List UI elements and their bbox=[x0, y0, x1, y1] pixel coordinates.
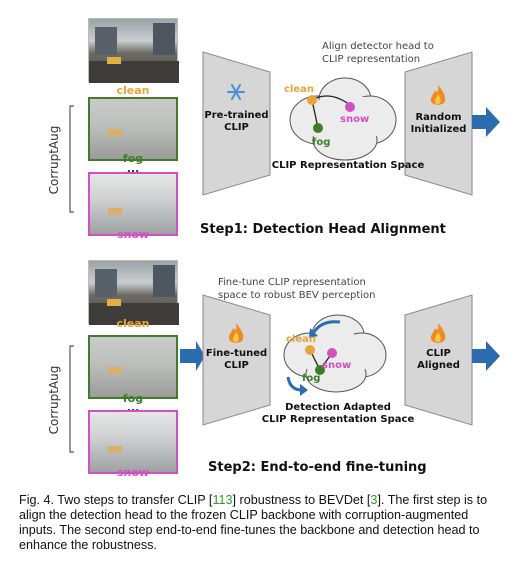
encoder-block bbox=[202, 51, 271, 196]
encoder-label-line1: Fine-tuned bbox=[205, 348, 268, 359]
clean-image-thumbnail bbox=[88, 18, 179, 83]
head-block bbox=[404, 294, 473, 426]
snow-label: snow bbox=[116, 228, 150, 241]
curved-arrow-icon bbox=[286, 376, 303, 392]
point-label-fog: fog bbox=[302, 373, 321, 384]
point-label-snow: snow bbox=[322, 360, 352, 371]
representation-cloud bbox=[289, 77, 397, 161]
point-label-fog: fog bbox=[312, 137, 331, 148]
snow-point bbox=[327, 348, 337, 358]
figure-caption: Fig. 4. Two steps to transfer CLIP [113]… bbox=[19, 493, 499, 553]
car-shape bbox=[108, 129, 122, 136]
encoder-label-line2: CLIP bbox=[224, 360, 249, 371]
encoder-label: Fine-tuned CLIP bbox=[203, 348, 270, 372]
head-label-line1: CLIP bbox=[426, 348, 451, 359]
snowflake-icon bbox=[227, 84, 245, 100]
building-shape bbox=[153, 23, 175, 55]
corruptaug-bracket bbox=[69, 345, 74, 453]
clean-point bbox=[307, 95, 317, 105]
fog-label: fog bbox=[122, 392, 144, 405]
note-line1: Fine-tune CLIP representation bbox=[218, 277, 366, 288]
output-arrow bbox=[472, 107, 500, 137]
snow-image-thumbnail bbox=[88, 410, 178, 474]
note-line1: Align detector head to bbox=[322, 41, 434, 52]
caption-ref[interactable]: 113 bbox=[212, 493, 233, 507]
head-label-line2: Initialized bbox=[410, 124, 467, 135]
note: Align detector head to CLIP representati… bbox=[322, 40, 482, 66]
car-shape bbox=[108, 367, 122, 374]
step2-panel: clean fog ... snow CorruptAug bbox=[0, 250, 510, 485]
step1-panel: clean fog ... snow CorruptAug bbox=[0, 0, 510, 250]
road-shape bbox=[89, 303, 179, 325]
car-shape bbox=[108, 446, 122, 453]
step2-diagram bbox=[180, 294, 500, 426]
clean-image-thumbnail bbox=[88, 260, 179, 325]
road-shape bbox=[89, 61, 179, 83]
head-label: Random Initialized bbox=[405, 112, 472, 136]
encoder-block bbox=[202, 294, 271, 426]
caption-ref[interactable]: 3 bbox=[370, 493, 378, 507]
input-arrow bbox=[180, 341, 205, 371]
fire-icon bbox=[430, 323, 446, 343]
space-label: Detection Adapted CLIP Representation Sp… bbox=[258, 402, 418, 426]
snow-point bbox=[345, 102, 355, 112]
car-shape bbox=[107, 299, 121, 306]
encoder-label: Pre-trained CLIP bbox=[203, 110, 270, 134]
note: Fine-tune CLIP representation space to r… bbox=[218, 276, 398, 302]
head-block bbox=[404, 51, 473, 196]
space-label-line1: Detection Adapted bbox=[285, 402, 391, 413]
ellipsis: ... bbox=[126, 162, 140, 175]
step1-title: Step1: Detection Head Alignment bbox=[200, 222, 446, 237]
curved-arrow-icon bbox=[312, 320, 341, 333]
output-arrow bbox=[472, 341, 500, 371]
clean-label: clean bbox=[116, 84, 150, 97]
corruptaug-bracket bbox=[69, 105, 74, 213]
fire-icon bbox=[430, 85, 446, 105]
point-label-clean: clean bbox=[284, 84, 315, 95]
clean-label: clean bbox=[116, 317, 150, 330]
car-shape bbox=[107, 57, 121, 64]
fire-icon bbox=[228, 323, 244, 343]
building-shape bbox=[95, 27, 117, 55]
fog-point bbox=[313, 123, 323, 133]
caption-text: Fig. 4. Two steps to transfer CLIP [ bbox=[19, 493, 213, 507]
point-label-snow: snow bbox=[340, 114, 370, 125]
fog-label: fog bbox=[122, 152, 144, 165]
point-label-clean: clean bbox=[286, 334, 317, 345]
step2-title: Step2: End-to-end fine-tuning bbox=[208, 460, 427, 475]
fog-point bbox=[315, 365, 325, 375]
head-label: CLIP Aligned bbox=[405, 348, 472, 372]
snow-label: snow bbox=[116, 466, 150, 479]
clean-point bbox=[305, 345, 315, 355]
fog-image-thumbnail bbox=[88, 335, 178, 399]
space-label-line2: CLIP Representation Space bbox=[261, 414, 415, 425]
note-line2: CLIP representation bbox=[322, 54, 421, 65]
building-shape bbox=[95, 269, 117, 297]
step1-diagram bbox=[202, 51, 500, 196]
space-label: CLIP Representation Space bbox=[271, 160, 425, 171]
caption-text: ]. The first step is to align the detect… bbox=[19, 493, 488, 552]
note-line2: space to robust BEV perception bbox=[218, 290, 376, 301]
car-shape bbox=[108, 208, 122, 215]
building-shape bbox=[153, 265, 175, 297]
caption-text: ] robustness to BEVDet [ bbox=[232, 493, 371, 507]
fog-image-thumbnail bbox=[88, 97, 178, 161]
snow-image-thumbnail bbox=[88, 172, 178, 236]
head-label-line1: Random bbox=[415, 112, 462, 123]
head-label-line2: Aligned bbox=[417, 360, 460, 371]
encoder-label-line1: Pre-trained bbox=[204, 110, 269, 121]
encoder-label-line2: CLIP bbox=[224, 122, 249, 133]
